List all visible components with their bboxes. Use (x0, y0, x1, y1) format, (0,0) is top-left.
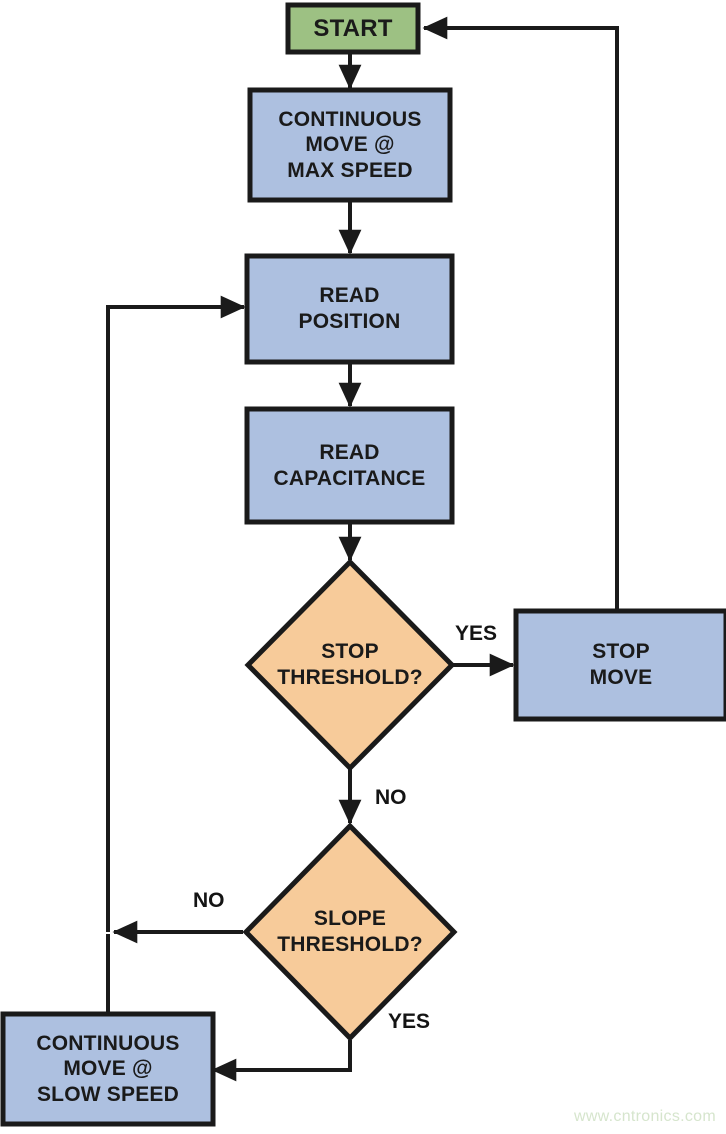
edge-label-no-stop-threshold: NO (375, 786, 407, 809)
watermark-text: www.cntronics.com (573, 1108, 716, 1125)
edge-stop-move-to-start (422, 16, 619, 612)
edge-left-rail-to-read-pos (106, 295, 246, 932)
node-slope-threshold-decision[interactable] (242, 822, 458, 1042)
node-stop-threshold-decision[interactable] (244, 558, 456, 772)
node-stop-move[interactable] (513, 608, 726, 722)
node-continuous-move-max-speed[interactable] (247, 87, 453, 203)
node-read-position[interactable] (244, 253, 455, 365)
edge-slope-thresh-yes-to-cont-slow (211, 1040, 352, 1082)
edge-label-yes-slope-threshold: YES (388, 1010, 431, 1033)
edge-label-no-slope-threshold: NO (193, 889, 225, 912)
edge-label-yes-stop-threshold: YES (455, 622, 498, 645)
node-start[interactable] (285, 2, 421, 55)
node-continuous-move-slow-speed[interactable] (0, 1011, 216, 1127)
node-read-capacitance[interactable] (244, 406, 455, 525)
connector-group: STOP MOVE --> SLOPE THRESHOLD --> left f… (106, 16, 619, 1082)
